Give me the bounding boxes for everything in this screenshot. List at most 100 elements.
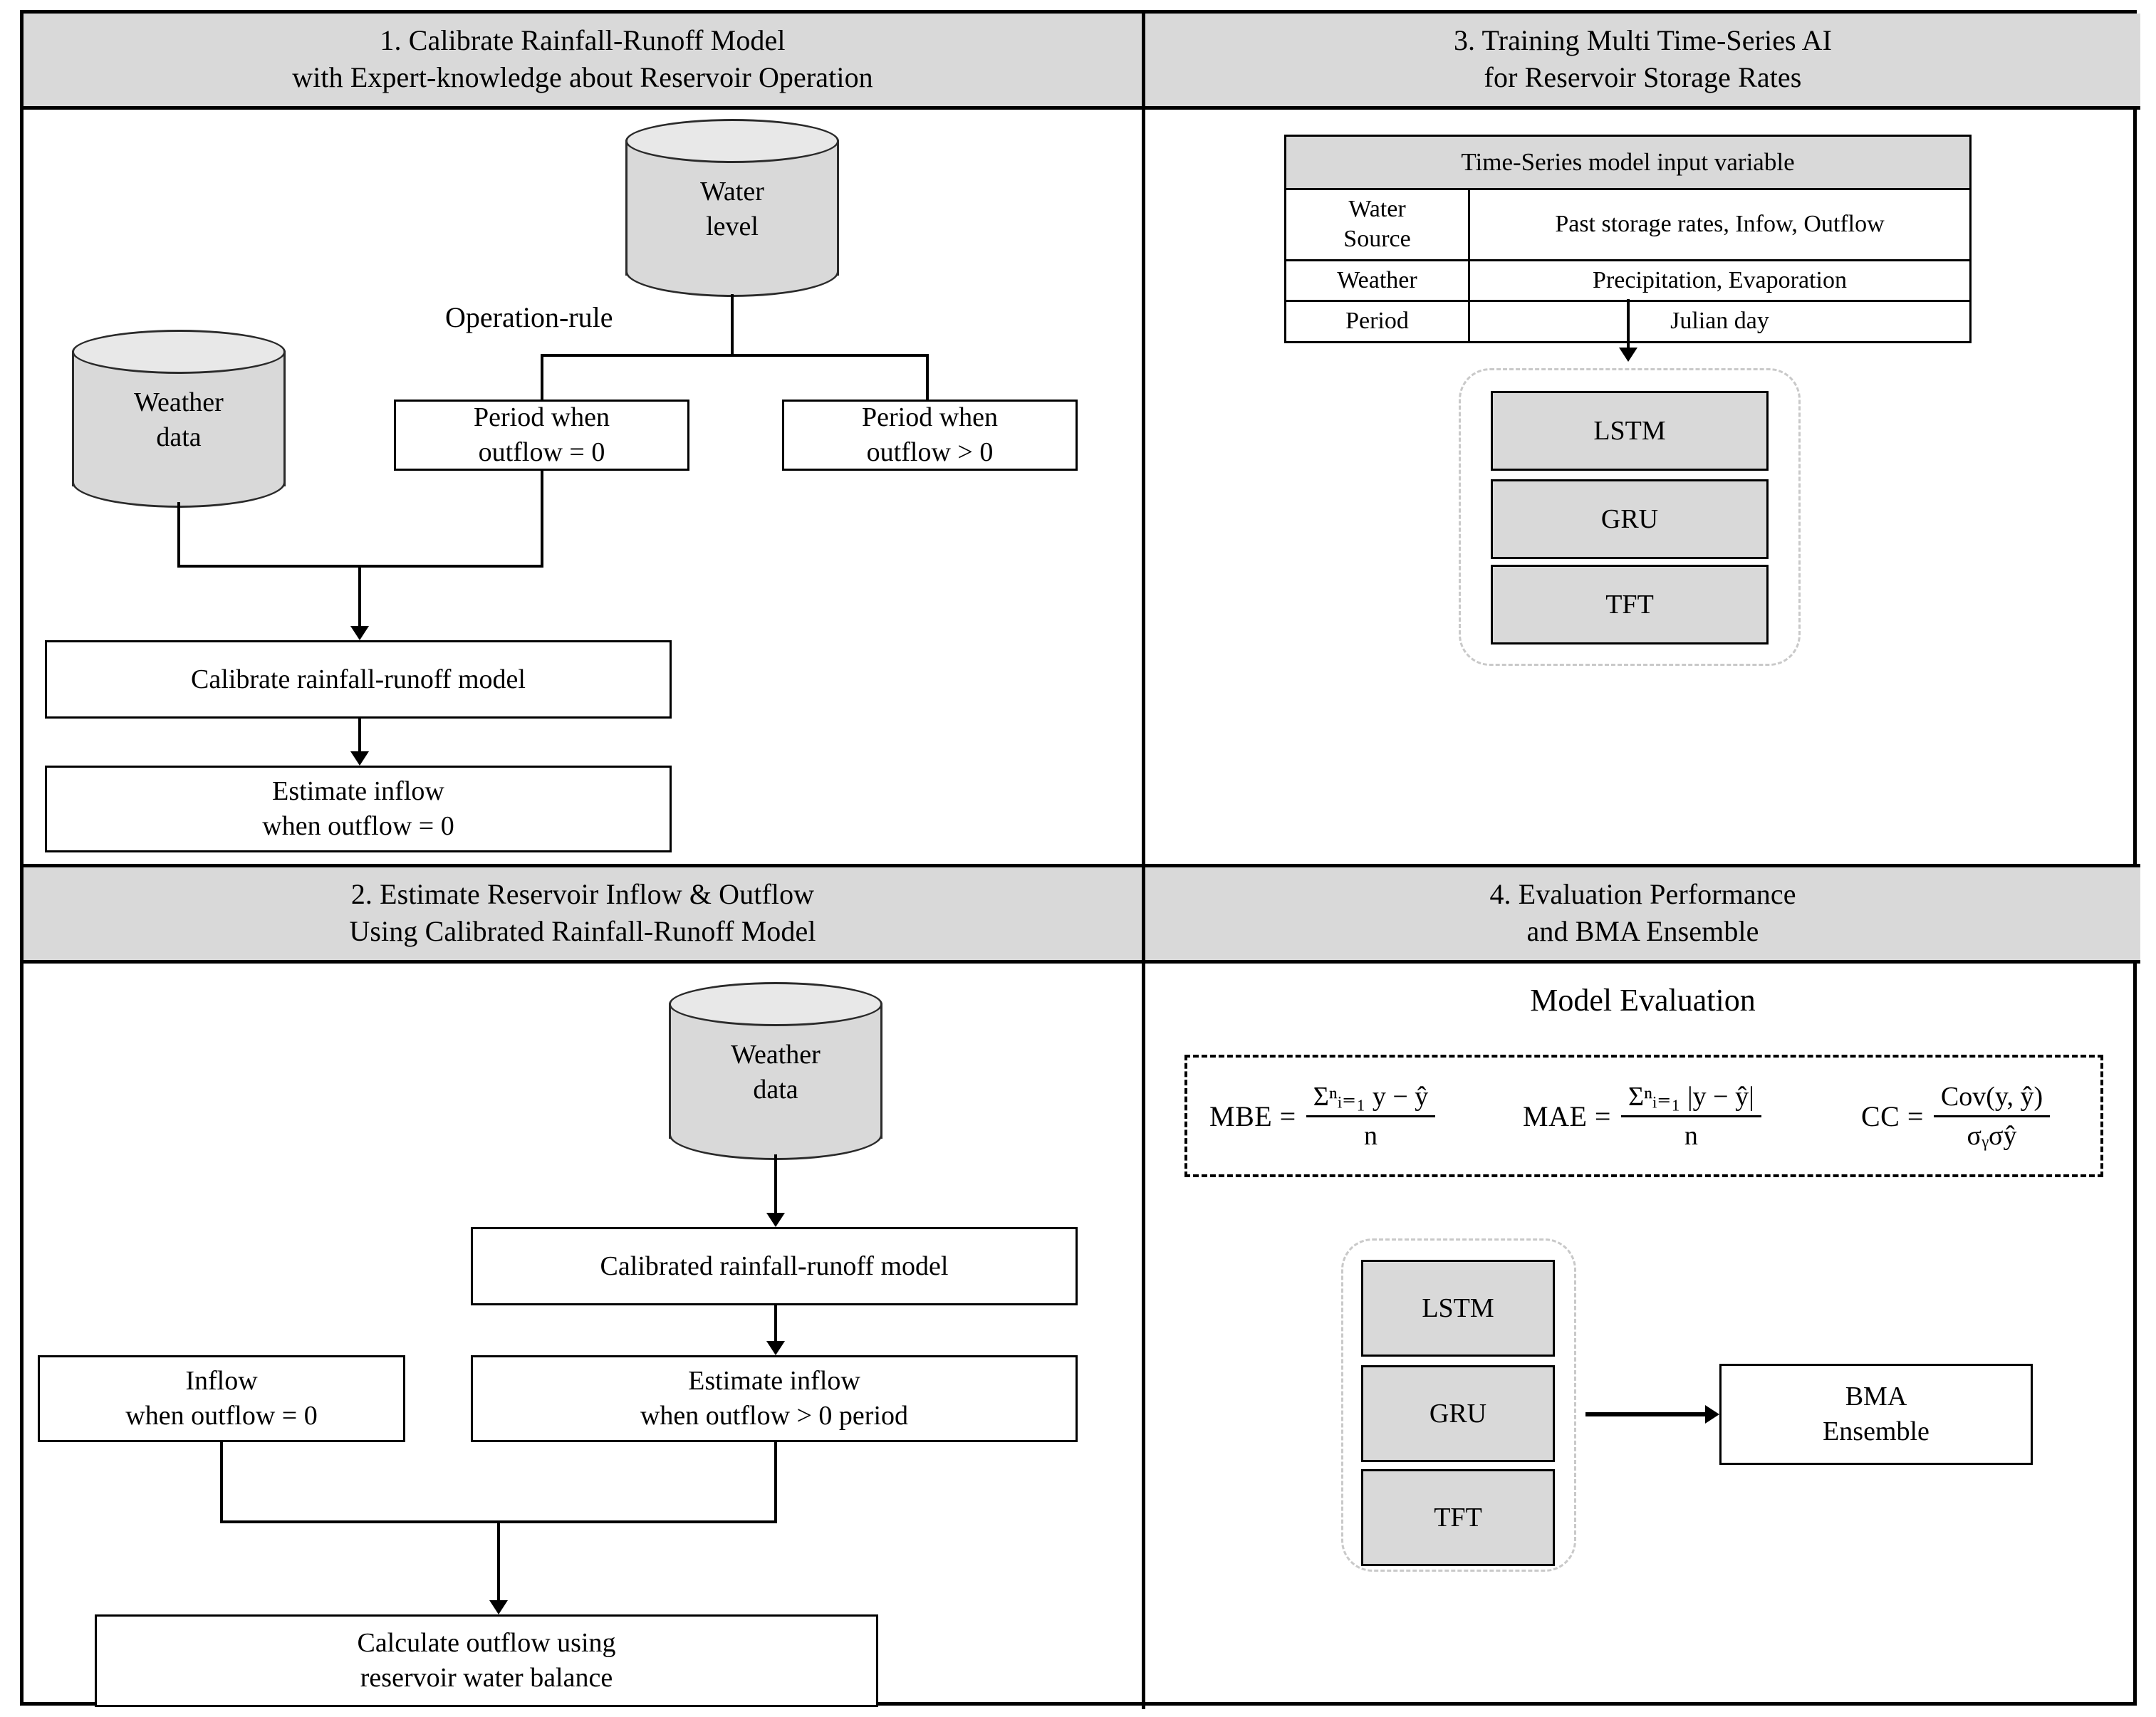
equation-cc: CC = Cov(y, ŷ) σᵧσŷ	[1861, 1076, 2051, 1156]
node-estimate-inflow-gt0: Estimate inflow when outflow > 0 period	[471, 1355, 1078, 1442]
equation-mae: MAE = Σⁿᵢ₌₁ |y − ŷ| n	[1523, 1076, 1761, 1156]
node-estimate-inflow-eq0: Estimate inflow when outflow = 0	[45, 766, 672, 852]
quadrant-2-title-line2: Using Calibrated Rainfall-Runoff Model	[349, 915, 816, 947]
model-evaluation-title: Model Evaluation	[1530, 983, 1756, 1018]
weather-data-cylinder-q2: Weather data	[669, 982, 882, 1160]
quadrant-1-title-line1: 1. Calibrate Rainfall-Runoff Model	[380, 24, 786, 56]
equation-mae-lhs: MAE =	[1523, 1100, 1611, 1132]
node-model-tft-q4: TFT	[1361, 1469, 1555, 1566]
calibrate-model-label: Calibrate rainfall-runoff model	[191, 664, 526, 694]
quadrant-4-header: 4. Evaluation Performance and BMA Ensemb…	[1145, 864, 2140, 964]
calibrated-model-label: Calibrated rainfall-runoff model	[600, 1251, 949, 1281]
inflow-eq0-line2: when outflow = 0	[125, 1401, 318, 1431]
connector-split-left	[541, 354, 543, 401]
quadrant-1-header: 1. Calibrate Rainfall-Runoff Model with …	[24, 14, 1142, 110]
estimate-inflow-gt0-line1: Estimate inflow	[688, 1366, 860, 1397]
arrow-to-calc-outflow	[489, 1600, 508, 1614]
fraction-bar	[1306, 1115, 1436, 1117]
period-outflow-gt0-line1: Period when	[861, 402, 999, 433]
quadrant-1-title-line2: with Expert-knowledge about Reservoir Op…	[292, 61, 873, 93]
equation-cc-fraction: Cov(y, ŷ) σᵧσŷ	[1933, 1081, 2051, 1152]
connector-period-eq0-down	[541, 471, 543, 568]
connector-inflow-eq0-down	[220, 1442, 223, 1523]
weather-data-q2-label-line2: data	[753, 1075, 798, 1105]
row0-label-l1: Water	[1348, 195, 1406, 222]
quadrant-2-header: 2. Estimate Reservoir Inflow & Outflow U…	[24, 864, 1142, 964]
equation-mae-numerator: Σⁿᵢ₌₁ |y − ŷ|	[1628, 1082, 1754, 1112]
quadrant-2-title-line1: 2. Estimate Reservoir Inflow & Outflow	[350, 878, 815, 910]
table-cell-label: Period	[1284, 300, 1470, 343]
quadrant-4: 4. Evaluation Performance and BMA Ensemb…	[1145, 864, 2140, 1709]
arrow-to-estimate-inflow	[350, 751, 369, 766]
node-calibrate-model: Calibrate rainfall-runoff model	[45, 640, 672, 719]
quadrant-3-title-line2: for Reservoir Storage Rates	[1484, 61, 1802, 93]
period-outflow-gt0-line2: outflow > 0	[866, 437, 994, 467]
table-cell-value: Julian day	[1468, 300, 1972, 343]
quadrant-2-body: Weather data Calibrated rainfall-runoff …	[24, 968, 1142, 1709]
quadrant-4-title-line2: and BMA Ensemble	[1526, 915, 1759, 947]
table-cell-value: Precipitation, Evaporation	[1468, 259, 1972, 303]
node-calibrated-model: Calibrated rainfall-runoff model	[471, 1227, 1078, 1305]
fraction-bar	[1620, 1115, 1761, 1117]
connector-estimate-gt0-down	[774, 1442, 777, 1523]
equation-mbe: MBE = Σⁿᵢ₌₁ y − ŷ n	[1209, 1076, 1436, 1156]
equation-mbe-lhs: MBE =	[1209, 1100, 1296, 1132]
weather-data-q2-label-line1: Weather	[731, 1040, 821, 1070]
estimate-inflow-eq0-line2: when outflow = 0	[262, 811, 454, 841]
estimate-inflow-gt0-line2: when outflow > 0 period	[640, 1401, 909, 1431]
equation-cc-lhs: CC =	[1861, 1100, 1924, 1132]
table-row: Weather Precipitation, Evaporation	[1284, 259, 1972, 303]
inflow-eq0-line1: Inflow	[185, 1366, 258, 1397]
bma-ensemble-line1: BMA	[1845, 1382, 1907, 1412]
node-model-lstm-q3: LSTM	[1491, 391, 1769, 471]
bma-ensemble-line2: Ensemble	[1823, 1416, 1930, 1446]
node-inflow-eq0: Inflow when outflow = 0	[38, 1355, 405, 1442]
connector-merge-down-q1	[358, 565, 361, 633]
model-tft-label-q4: TFT	[1434, 1502, 1482, 1533]
node-period-outflow-eq0: Period when outflow = 0	[394, 400, 689, 471]
quadrant-1-body: Water level Weather data Operation-rule	[24, 112, 1142, 864]
timeseries-input-table: Time-Series model input variable Water S…	[1284, 135, 1972, 343]
connector-merge-down-q2	[497, 1520, 500, 1607]
row0-label-l2: Source	[1343, 226, 1411, 253]
arrow-to-calibrated-model	[766, 1213, 785, 1227]
quadrant-4-title-line1: 4. Evaluation Performance	[1489, 878, 1796, 910]
table-header-cell: Time-Series model input variable	[1284, 135, 1972, 190]
operation-rule-label: Operation-rule	[445, 301, 613, 333]
table-row: Period Julian day	[1284, 300, 1972, 343]
connector-table-to-models	[1627, 299, 1630, 355]
period-outflow-eq0-line2: outflow = 0	[478, 437, 605, 467]
connector-split-right	[926, 354, 929, 401]
connector-calibrated-down	[774, 1305, 777, 1348]
model-lstm-label-q4: LSTM	[1422, 1293, 1494, 1323]
equation-mbe-fraction: Σⁿᵢ₌₁ y − ŷ n	[1306, 1080, 1436, 1152]
connector-split-bar	[541, 354, 929, 357]
quadrant-3: 3. Training Multi Time-Series AI for Res…	[1145, 14, 2140, 864]
table-cell-value: Past storage rates, Infow, Outflow	[1468, 187, 1972, 261]
connector-weather-down-q1	[177, 502, 180, 568]
model-lstm-label-q3: LSTM	[1593, 415, 1666, 446]
weather-data-cylinder-q1: Weather data	[72, 330, 286, 508]
connector-weather-down-q2	[774, 1154, 777, 1220]
connector-models-to-bma	[1585, 1412, 1707, 1416]
weather-data-label-line2: data	[156, 422, 202, 453]
node-model-gru-q3: GRU	[1491, 479, 1769, 559]
equation-mbe-numerator: Σⁿᵢ₌₁ y − ŷ	[1313, 1082, 1429, 1112]
equation-mae-fraction: Σⁿᵢ₌₁ |y − ŷ| n	[1620, 1080, 1761, 1152]
quadrant-3-body: Time-Series model input variable Water S…	[1145, 112, 2140, 864]
connector-calibrate-down	[358, 719, 361, 758]
arrow-to-model-group-q3	[1619, 348, 1637, 362]
vertical-divider	[1142, 14, 1145, 1709]
arrow-to-bma-ensemble	[1705, 1405, 1719, 1424]
node-model-tft-q3: TFT	[1491, 565, 1769, 644]
table-cell-label: Weather	[1284, 259, 1470, 303]
arrow-to-estimate-gt0	[766, 1341, 785, 1355]
node-period-outflow-gt0: Period when outflow > 0	[782, 400, 1078, 471]
period-outflow-eq0-line1: Period when	[473, 402, 610, 433]
water-level-label-line2: level	[706, 212, 759, 242]
quadrant-2: 2. Estimate Reservoir Inflow & Outflow U…	[24, 864, 1142, 1709]
quadrant-3-header: 3. Training Multi Time-Series AI for Res…	[1145, 14, 2140, 110]
weather-data-label-line1: Weather	[134, 387, 224, 417]
equation-cc-denominator: σᵧσŷ	[1967, 1120, 2017, 1151]
table-header-row: Time-Series model input variable	[1284, 135, 1972, 190]
